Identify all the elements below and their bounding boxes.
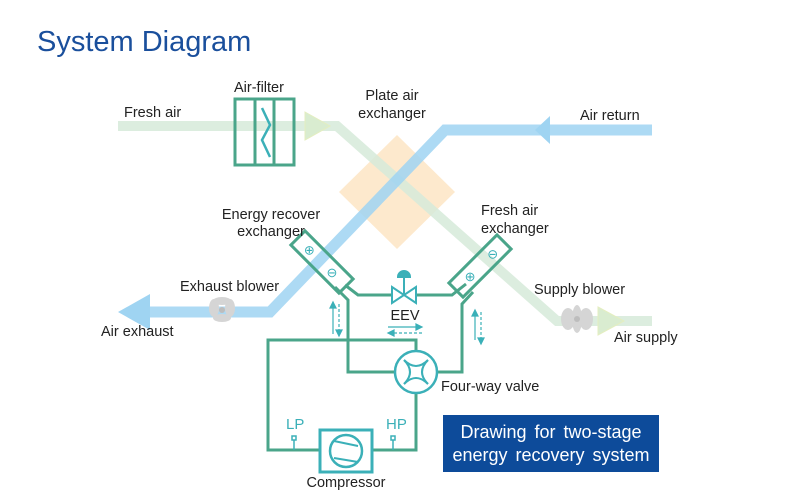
fresh-air-exchanger-label-1: Fresh air: [481, 203, 538, 219]
air-exhaust-label: Air exhaust: [101, 324, 174, 340]
air-filter-label: Air-filter: [234, 80, 284, 96]
caption-line-1: Drawing for two-stage: [460, 421, 642, 442]
exhaust-blower-icon: [209, 297, 235, 322]
air-return-label: Air return: [580, 108, 640, 124]
lp-label: LP: [286, 416, 304, 433]
caption-line-2: energy recovery system: [452, 444, 650, 465]
plate-exchanger-label-2: exchanger: [358, 106, 426, 122]
supply-blower-label: Supply blower: [534, 282, 625, 298]
eev-valve-icon: [391, 270, 417, 305]
air-supply-label: Air supply: [614, 330, 678, 346]
hp-sensor-icon: [390, 435, 396, 450]
lp-sensor-icon: [291, 435, 297, 450]
energy-recover-label-1: Energy recover: [222, 207, 320, 223]
energy-recover-exchanger: ⊕ ⊖: [288, 228, 356, 296]
minus-icon: ⊖: [487, 246, 498, 261]
plate-exchanger-label-1: Plate air: [365, 88, 418, 104]
fresh-air-label: Fresh air: [124, 105, 181, 121]
exhaust-blower-label: Exhaust blower: [180, 279, 279, 295]
flow-arrows-right: [471, 308, 485, 346]
air-exhaust-arrow-icon: [118, 294, 150, 330]
fresh-air-exchanger-label-2: exchanger: [481, 221, 549, 237]
caption-banner: Drawing for two-stage energy recovery sy…: [443, 415, 659, 472]
refrigerant-piping: [266, 282, 475, 452]
plus-icon: ⊕: [465, 269, 476, 284]
flow-arrows-left: [329, 300, 343, 338]
plate-air-exchanger: [339, 135, 455, 249]
fresh-air-arrow-icon: [304, 111, 332, 141]
compressor-label: Compressor: [307, 475, 386, 491]
energy-recover-label-2: exchanger: [237, 224, 305, 240]
four-way-valve-label: Four-way valve: [441, 379, 539, 395]
supply-blower-icon: [561, 305, 593, 333]
hp-label: HP: [386, 416, 407, 433]
fresh-air-exchanger: ⊕ ⊖: [446, 232, 514, 300]
minus-icon: ⊖: [326, 265, 337, 280]
compressor-icon: [318, 428, 374, 474]
air-return-arrow-icon: [535, 116, 550, 144]
air-supply-arrow-icon: [597, 306, 626, 336]
four-way-valve-icon: [393, 349, 439, 395]
eev-label: EEV: [390, 308, 419, 324]
plus-icon: ⊕: [304, 242, 315, 257]
air-filter-icon: [233, 97, 296, 167]
page-title: System Diagram: [37, 26, 252, 58]
flow-arrows-eev: [386, 323, 424, 337]
